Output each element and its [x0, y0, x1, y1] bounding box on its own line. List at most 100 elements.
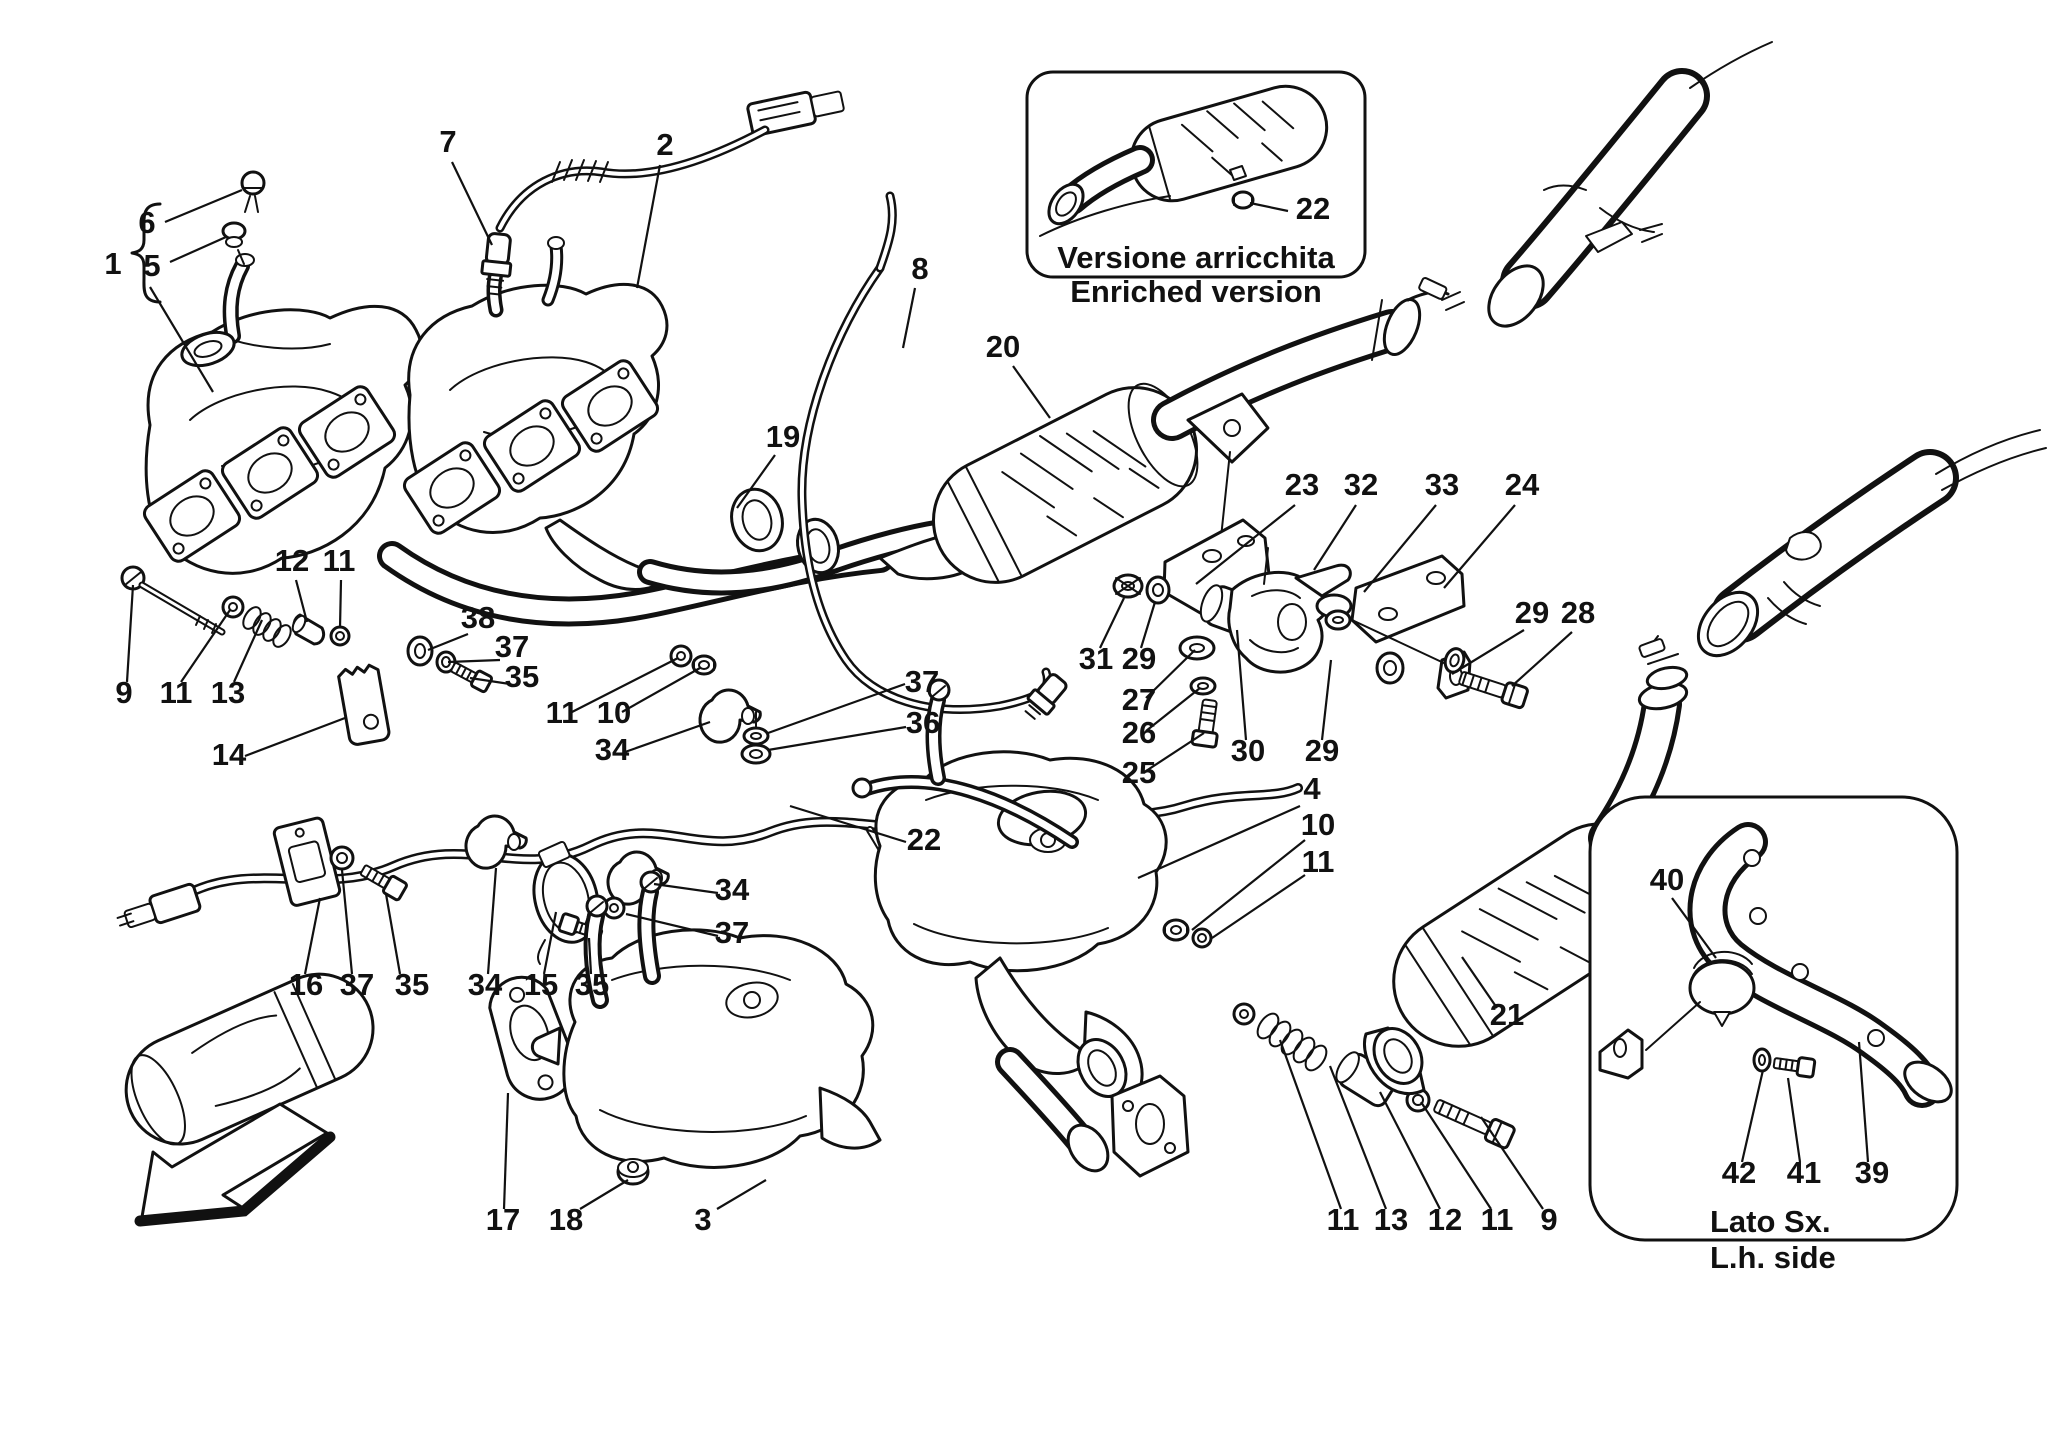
- leader-line-38: [427, 632, 469, 652]
- bracket-16: [272, 816, 342, 907]
- sensor-cable-2: [480, 90, 845, 296]
- braided-sleeve: [551, 159, 609, 183]
- leader-line-11: [1420, 1101, 1492, 1210]
- callout-42: 42: [1722, 1155, 1756, 1190]
- callout-8: 8: [911, 251, 928, 286]
- leader-line-22: [1249, 201, 1289, 213]
- inset-lh-side: Lato Sx. L.h. side: [1588, 795, 1959, 1275]
- inset-enriched-version: Versione arricchita Enriched version: [1025, 70, 1367, 309]
- callout-23: 23: [1285, 467, 1319, 502]
- leader-line-1: [149, 286, 214, 393]
- callout-25: 25: [1122, 755, 1156, 790]
- washer-11b: [329, 625, 351, 647]
- leader-line-36: [767, 725, 907, 752]
- leader-line-34: [653, 882, 719, 895]
- cap-bolt-6: [240, 170, 266, 213]
- callout-29: 29: [1122, 641, 1156, 676]
- plate-24: [1350, 554, 1466, 644]
- catalyst-rear-inlet: [1363, 1026, 1426, 1095]
- leader-line-26: [1145, 687, 1201, 732]
- callout-9: 9: [115, 675, 132, 710]
- leader-line-10: [621, 667, 701, 713]
- leader-line-11: [571, 657, 679, 713]
- callout-11: 11: [1481, 1202, 1514, 1237]
- leader-line-27: [1145, 649, 1196, 699]
- leader-line-11: [338, 579, 343, 629]
- inset-top-caption-line1: Versione arricchita: [1057, 240, 1335, 275]
- leader-line-29: [1320, 659, 1333, 741]
- leader-line-33: [1363, 504, 1437, 593]
- leader-line-29: [1139, 601, 1157, 649]
- leader-line-37: [340, 869, 354, 975]
- callout-19: 19: [766, 419, 800, 454]
- inset-bottom-caption-line2: L.h. side: [1710, 1240, 1836, 1275]
- washer-41: [1752, 1047, 1772, 1073]
- callout-38: 38: [461, 600, 495, 635]
- clamp-40: [1688, 950, 1756, 1027]
- callout-15: 15: [524, 967, 558, 1002]
- leader-line-34: [624, 720, 711, 754]
- nut-18: [616, 1158, 650, 1186]
- bolt-41: [1772, 1056, 1817, 1079]
- clamp-34c: [464, 814, 528, 870]
- callout-13: 13: [211, 675, 245, 710]
- bolt-35b: [359, 864, 408, 902]
- leader-line-20: [1012, 365, 1051, 419]
- callout-34: 34: [595, 732, 630, 767]
- callout-10: 10: [597, 695, 631, 730]
- callout-4: 4: [1303, 771, 1321, 806]
- callout-11: 11: [323, 543, 356, 578]
- leader-line-25: [1145, 732, 1205, 772]
- leader-line-37: [767, 682, 906, 735]
- leader-line-37: [447, 658, 501, 664]
- brace-1: [130, 202, 162, 304]
- leader-line-13: [1328, 1065, 1388, 1210]
- callout-9: 9: [1540, 1202, 1557, 1237]
- catalyst-front-outlet-pipe: [1151, 277, 1465, 567]
- tailpipe-lower: [1696, 429, 2047, 658]
- callout-2: 2: [656, 127, 673, 162]
- leader-line-14: [244, 716, 346, 758]
- tailpipe-upper: [1487, 41, 1773, 328]
- callout-40: 40: [1650, 862, 1684, 897]
- leader-line-22: [789, 804, 907, 844]
- leader-line-37: [625, 912, 719, 938]
- callout-31: 31: [1079, 641, 1113, 676]
- leader-line-8: [901, 287, 917, 349]
- bolt-28: [1443, 647, 1529, 710]
- callout-29: 29: [1305, 733, 1339, 768]
- leader-line-17: [502, 1092, 510, 1210]
- callout-11: 11: [1327, 1202, 1360, 1237]
- leader-line-31: [1099, 597, 1125, 649]
- washer-37-mid: [435, 650, 457, 674]
- leader-line-15: [542, 911, 558, 975]
- callout-21: 21: [1490, 997, 1524, 1032]
- nut-10r: [1162, 918, 1190, 942]
- leader-line-18: [579, 1179, 629, 1210]
- leader-line-30: [1235, 629, 1248, 741]
- bracket-14: [337, 663, 391, 746]
- washer-37d: [329, 845, 355, 871]
- callout-13: 13: [1374, 1202, 1408, 1237]
- callout-37: 37: [715, 915, 749, 950]
- callout-18: 18: [549, 1202, 583, 1237]
- leader-line-35: [469, 676, 511, 686]
- leader-line-3: [716, 1179, 767, 1210]
- callout-22: 22: [907, 822, 941, 857]
- sensor-cable-8: [797, 191, 1068, 720]
- callout-27: 27: [1122, 682, 1156, 717]
- leader-line-21: [1461, 956, 1498, 1009]
- leader-line-42: [1740, 1069, 1765, 1163]
- washer-11c: [669, 644, 693, 668]
- callout-37: 37: [495, 629, 529, 664]
- callout-37: 37: [905, 664, 939, 699]
- inset-top-caption-line2: Enriched version: [1070, 274, 1322, 309]
- leader-line-23: [1195, 504, 1296, 585]
- leader-line-7: [451, 161, 493, 246]
- leader-line-32: [1313, 504, 1357, 571]
- callout-35: 35: [505, 659, 539, 694]
- leader-line-2: [635, 164, 662, 289]
- leader-line-35: [384, 893, 402, 975]
- callout-10: 10: [1301, 807, 1335, 842]
- leader-line-19: [736, 454, 776, 509]
